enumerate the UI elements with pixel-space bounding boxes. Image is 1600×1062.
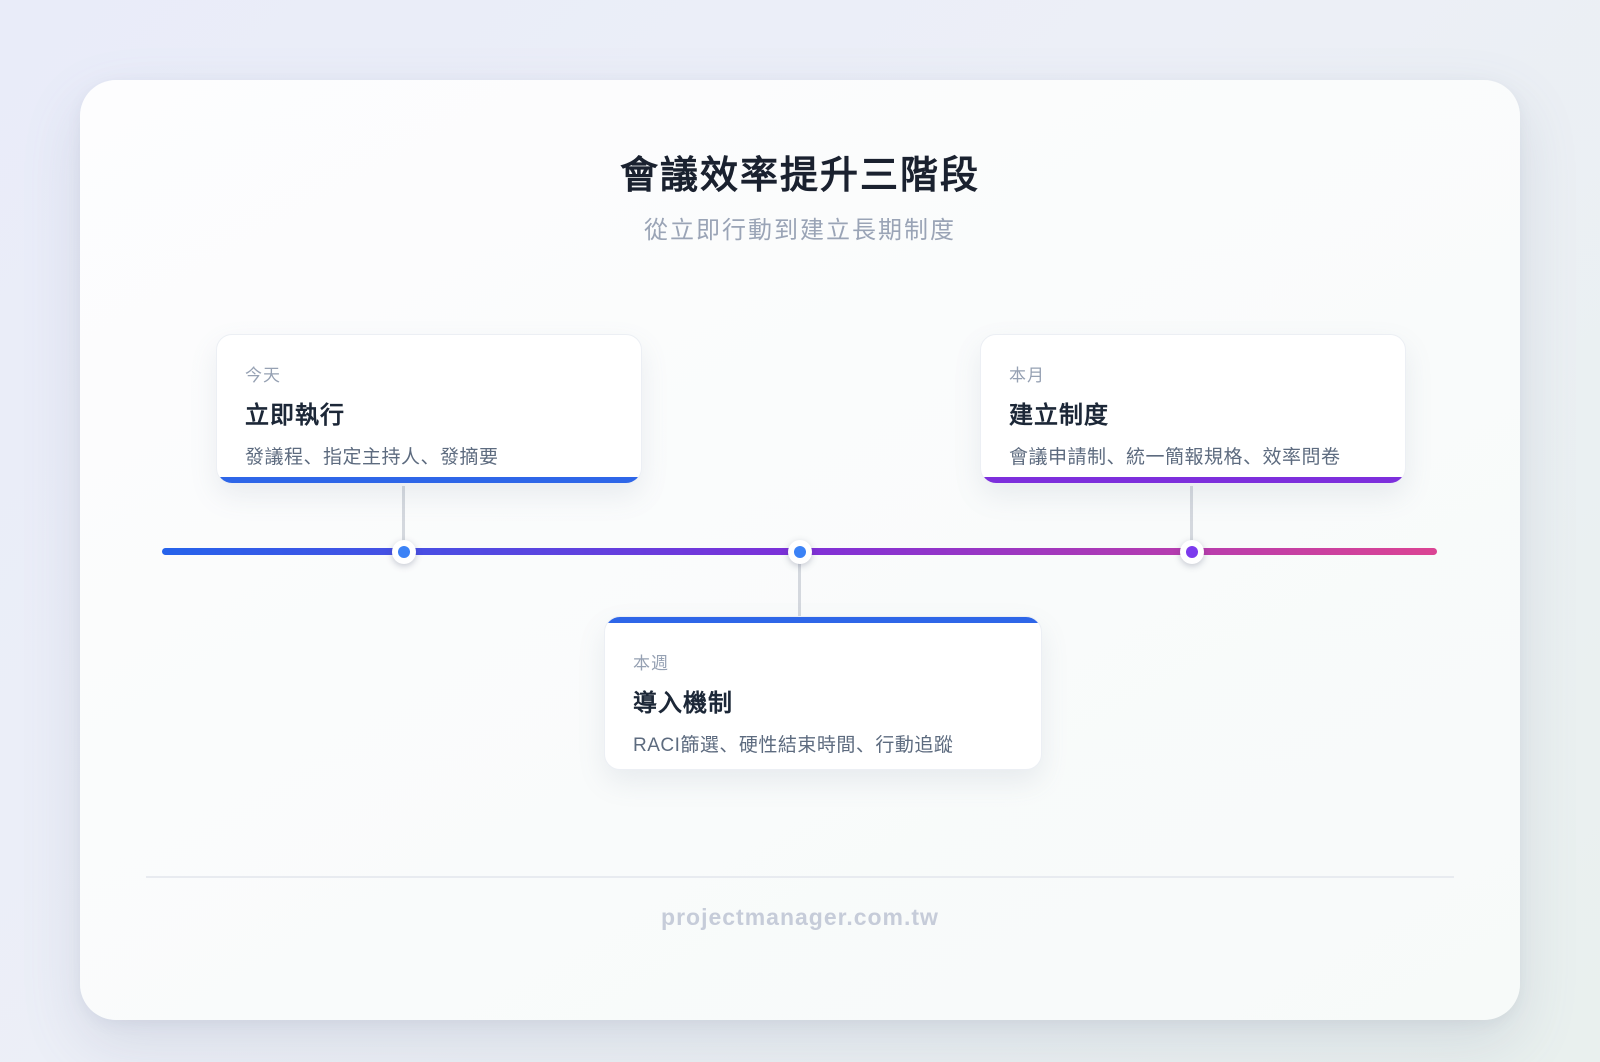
timeline-dot-month	[1180, 540, 1204, 564]
stage-card-month: 本月 建立制度 會議申請制、統一簡報規格、效率問卷	[980, 334, 1406, 484]
card-accent-bar	[605, 617, 1041, 623]
stage-period: 本月	[1009, 366, 1045, 385]
connector-line-stage-2	[798, 552, 801, 618]
main-panel: 會議效率提升三階段 從立即行動到建立長期制度 今天 立即執行 發議程、指定主持人…	[80, 80, 1520, 1020]
stage-title: 導入機制	[633, 690, 733, 717]
footer-watermark: projectmanager.com.tw	[661, 904, 939, 930]
stage-card-today: 今天 立即執行 發議程、指定主持人、發摘要	[216, 334, 642, 484]
stage-title: 立即執行	[245, 402, 345, 429]
page-subtitle: 從立即行動到建立長期制度	[644, 217, 956, 244]
stage-period: 本週	[633, 654, 669, 673]
stage-period: 今天	[245, 366, 281, 385]
timeline-dot-today	[392, 540, 416, 564]
stage-description: 會議申請制、統一簡報規格、效率問卷	[1009, 447, 1341, 468]
timeline-dot-week	[788, 540, 812, 564]
connector-line-stage-3	[1190, 486, 1193, 552]
page-title: 會議效率提升三階段	[619, 155, 980, 197]
stage-description: 發議程、指定主持人、發摘要	[245, 447, 499, 468]
card-accent-bar	[217, 477, 641, 483]
stage-description: RACI篩選、硬性結束時間、行動追蹤	[633, 735, 954, 756]
stage-title: 建立制度	[1009, 402, 1109, 429]
stage-card-week: 本週 導入機制 RACI篩選、硬性結束時間、行動追蹤	[604, 616, 1042, 770]
card-accent-bar	[981, 477, 1405, 483]
connector-line-stage-1	[402, 486, 405, 552]
footer-divider	[146, 876, 1454, 878]
